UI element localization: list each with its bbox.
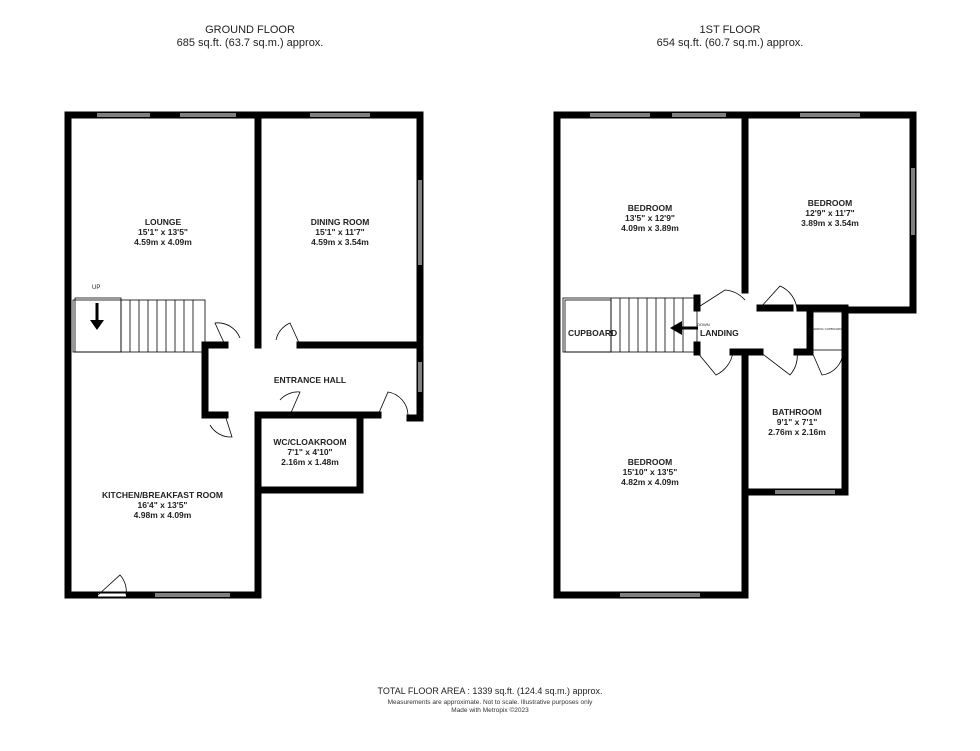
ground-floor-stairs [72,297,206,353]
room-metric: 4.59m x 4.09m [134,237,192,247]
room-bedroom-1: BEDROOM 13'5" x 12'9" 4.09m x 3.89m [580,203,720,233]
room-name: BATHROOM [772,407,822,417]
room-imperial: 13'5" x 12'9" [625,213,675,223]
room-metric: 2.16m x 1.48m [281,457,339,467]
total-floor-area: TOTAL FLOOR AREA : 1339 sq.ft. (124.4 sq… [377,686,603,696]
first-floor-header: 1ST FLOOR 654 sq.ft. (60.7 sq.m.) approx… [630,24,830,50]
room-imperial: 15'1" x 13'5" [138,227,188,237]
room-name: BEDROOM [807,198,853,208]
room-name: LANDING [700,328,739,338]
room-metric: 3.89m x 3.54m [801,218,859,228]
room-wc: WC/CLOAKROOM 7'1" x 4'10" 2.16m x 1.48m [250,437,370,467]
room-cupboard: CUPBOARD [568,328,617,338]
ground-floor-area: 685 sq.ft. (63.7 sq.m.) approx. [176,37,324,49]
room-bathroom: BATHROOM 9'1" x 7'1" 2.76m x 2.16m [757,407,837,437]
room-landing: LANDING [700,328,739,338]
room-metric: 4.98m x 4.09m [133,510,192,520]
ground-floor-header: GROUND FLOOR 685 sq.ft. (63.7 sq.m.) app… [150,24,350,50]
room-name: CUPBOARD [568,328,618,338]
footer: TOTAL FLOOR AREA : 1339 sq.ft. (124.4 sq… [340,686,640,715]
ground-floor-title: GROUND FLOOR [205,24,295,36]
room-imperial: 12'9" x 11'7" [805,208,855,218]
room-name: KITCHEN/BREAKFAST ROOM [102,490,223,500]
room-imperial: 15'1" x 11'7" [315,227,365,237]
first-floor-area: 654 sq.ft. (60.7 sq.m.) approx. [656,37,804,49]
room-name: DINING ROOM [310,217,370,227]
ground-floor-walls [64,111,424,599]
room-imperial: 15'10" x 13'5" [622,467,678,477]
first-floor-windows [590,113,915,597]
room-name: ENTRANCE HALL [273,375,347,385]
room-imperial: 9'1" x 7'1" [776,417,818,427]
room-name: AIRING CUPBOARD [813,327,842,331]
disclaimer: Measurements are approximate. Not to sca… [387,699,593,706]
room-metric: 4.82m x 4.09m [621,477,679,487]
first-floor-stairs [562,297,844,353]
room-bedroom-2: BEDROOM 12'9" x 11'7" 3.89m x 3.54m [760,198,900,228]
stairs-up-label: UP [92,285,101,291]
first-floor-walls [553,111,917,599]
ground-floor-windows [97,113,422,597]
room-name: LOUNGE [144,217,182,227]
credit: Made with Metropix ©2023 [451,707,529,714]
first-floor-doors [696,285,844,376]
stairs-down-label: DOWN [697,322,710,327]
room-imperial: 16'4" x 13'5" [137,500,188,510]
ground-floor-doors [97,322,411,596]
room-lounge: LOUNGE 15'1" x 13'5" 4.59m x 4.09m [93,217,233,247]
room-metric: 4.09m x 3.89m [621,223,679,233]
room-name: WC/CLOAKROOM [273,437,347,447]
room-kitchen: KITCHEN/BREAKFAST ROOM 16'4" x 13'5" 4.9… [80,490,245,520]
room-entrance-hall: ENTRANCE HALL [240,375,380,385]
room-airing-cupboard: AIRING CUPBOARD [812,327,843,331]
room-name: BEDROOM [627,457,673,467]
room-metric: 4.59m x 3.54m [311,237,369,247]
room-dining: DINING ROOM 15'1" x 11'7" 4.59m x 3.54m [270,217,410,247]
first-floor-title: 1ST FLOOR [699,24,761,36]
room-imperial: 7'1" x 4'10" [287,447,333,457]
room-metric: 2.76m x 2.16m [768,427,826,437]
room-bedroom-3: BEDROOM 15'10" x 13'5" 4.82m x 4.09m [580,457,720,487]
room-name: BEDROOM [627,203,673,213]
